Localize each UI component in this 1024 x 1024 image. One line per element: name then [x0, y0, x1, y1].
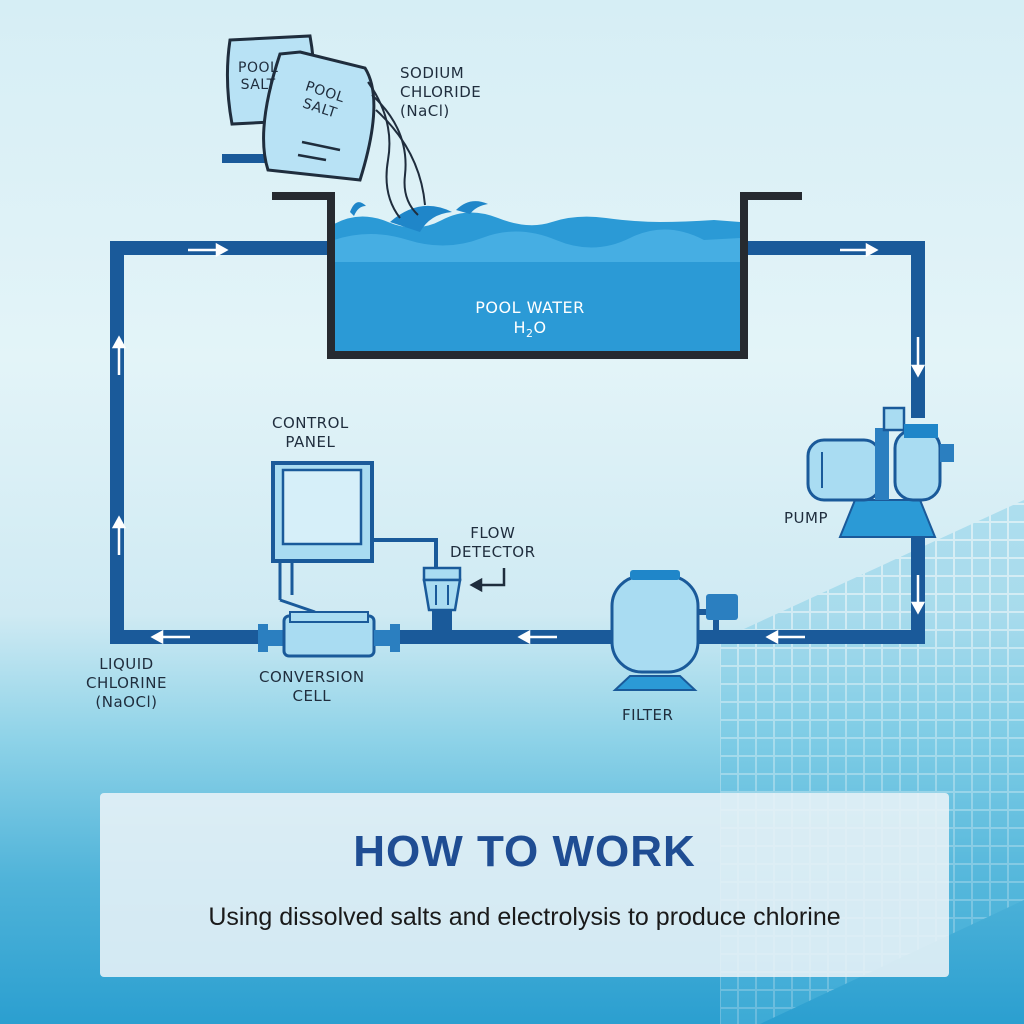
conversion-cell-unit: [258, 611, 400, 658]
filter-label: FILTER: [622, 706, 674, 724]
info-heading: HOW TO WORK: [353, 827, 696, 876]
arrow-left-icon: [765, 629, 805, 645]
sodium-chloride-label: SODIUM CHLORIDE (NaCl): [400, 64, 482, 120]
info-box: HOW TO WORK Using dissolved salts and el…: [100, 793, 949, 977]
arrow-down-icon: [910, 337, 926, 378]
arrow-left-icon: [517, 629, 557, 645]
control-panel-unit: [271, 461, 438, 614]
conversion-cell-label: CONVERSION CELL: [259, 668, 365, 705]
info-subtitle: Using dissolved salts and electrolysis t…: [208, 903, 841, 931]
control-panel-label: CONTROL PANEL: [272, 414, 349, 451]
pool-salt-bags: [222, 34, 426, 219]
arrow-down-icon: [910, 575, 926, 615]
arrow-pointer-icon: [469, 568, 506, 593]
filter-unit: [610, 570, 738, 691]
arrow-right-icon: [840, 242, 879, 258]
pool-salt-bag-text: POOL SALT: [238, 60, 279, 93]
liquid-chlorine-label: LIQUID CHLORINE (NaOCl): [86, 655, 167, 711]
pool-water-formula: H2O: [513, 318, 547, 341]
arrow-left-icon: [150, 629, 190, 645]
pump-label: PUMP: [784, 509, 829, 527]
pump-unit: [806, 406, 954, 538]
salt-stream: [367, 81, 426, 219]
arrow-up-icon: [111, 335, 127, 375]
flow-detector-unit: [422, 566, 506, 630]
pool-basin: [272, 192, 802, 359]
arrow-right-icon: [188, 242, 229, 258]
arrow-up-icon: [111, 515, 127, 555]
flow-detector-label: FLOW DETECTOR: [450, 524, 536, 561]
pool-water-label: POOL WATER H2O: [420, 298, 640, 344]
flow-arrows: [111, 242, 926, 645]
